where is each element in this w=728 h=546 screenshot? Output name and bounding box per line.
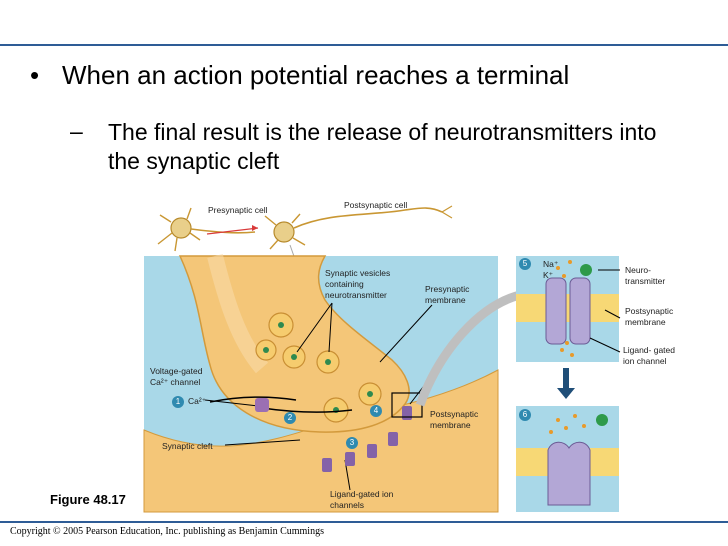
- label-na: Na⁺: [543, 259, 563, 270]
- figure-label: Figure 48.17: [50, 492, 126, 507]
- label-presynaptic-cell: Presynaptic cell: [208, 205, 268, 216]
- label-postsynaptic-cell: Postsynaptic cell: [344, 200, 434, 211]
- label-synaptic-cleft: Synaptic cleft: [162, 441, 232, 452]
- copyright-text: Copyright © 2005 Pearson Education, Inc.…: [10, 526, 324, 537]
- step-4-badge: 4: [370, 405, 382, 417]
- step-5-badge: 5: [519, 258, 531, 270]
- label-ca: Ca²⁺: [188, 396, 218, 407]
- step-3-badge: 3: [346, 437, 358, 449]
- label-presynaptic-membrane: Presynaptic membrane: [425, 284, 495, 306]
- step-6-badge: 6: [519, 409, 531, 421]
- label-postsynaptic-membrane: Postsynaptic membrane: [430, 409, 500, 431]
- label-neurotransmitter: Neuro- transmitter: [625, 265, 681, 287]
- label-ligand-gated-channel: Ligand- gated ion channel: [623, 345, 675, 367]
- footer-divider: [0, 521, 728, 523]
- label-voltage-gated-channel: Voltage-gated Ca²⁺ channel: [150, 366, 220, 388]
- label-postsynaptic-membrane-2: Postsynaptic membrane: [625, 306, 681, 328]
- label-ligand-gated-channels: Ligand-gated ion channels: [330, 489, 396, 511]
- label-synaptic-vesicles: Synaptic vesicles containing neurotransm…: [325, 268, 411, 301]
- step-2-badge: 2: [284, 412, 296, 424]
- step-1-badge: 1: [172, 396, 184, 408]
- label-k: K⁺: [543, 270, 563, 281]
- neuron-overview: [158, 206, 452, 251]
